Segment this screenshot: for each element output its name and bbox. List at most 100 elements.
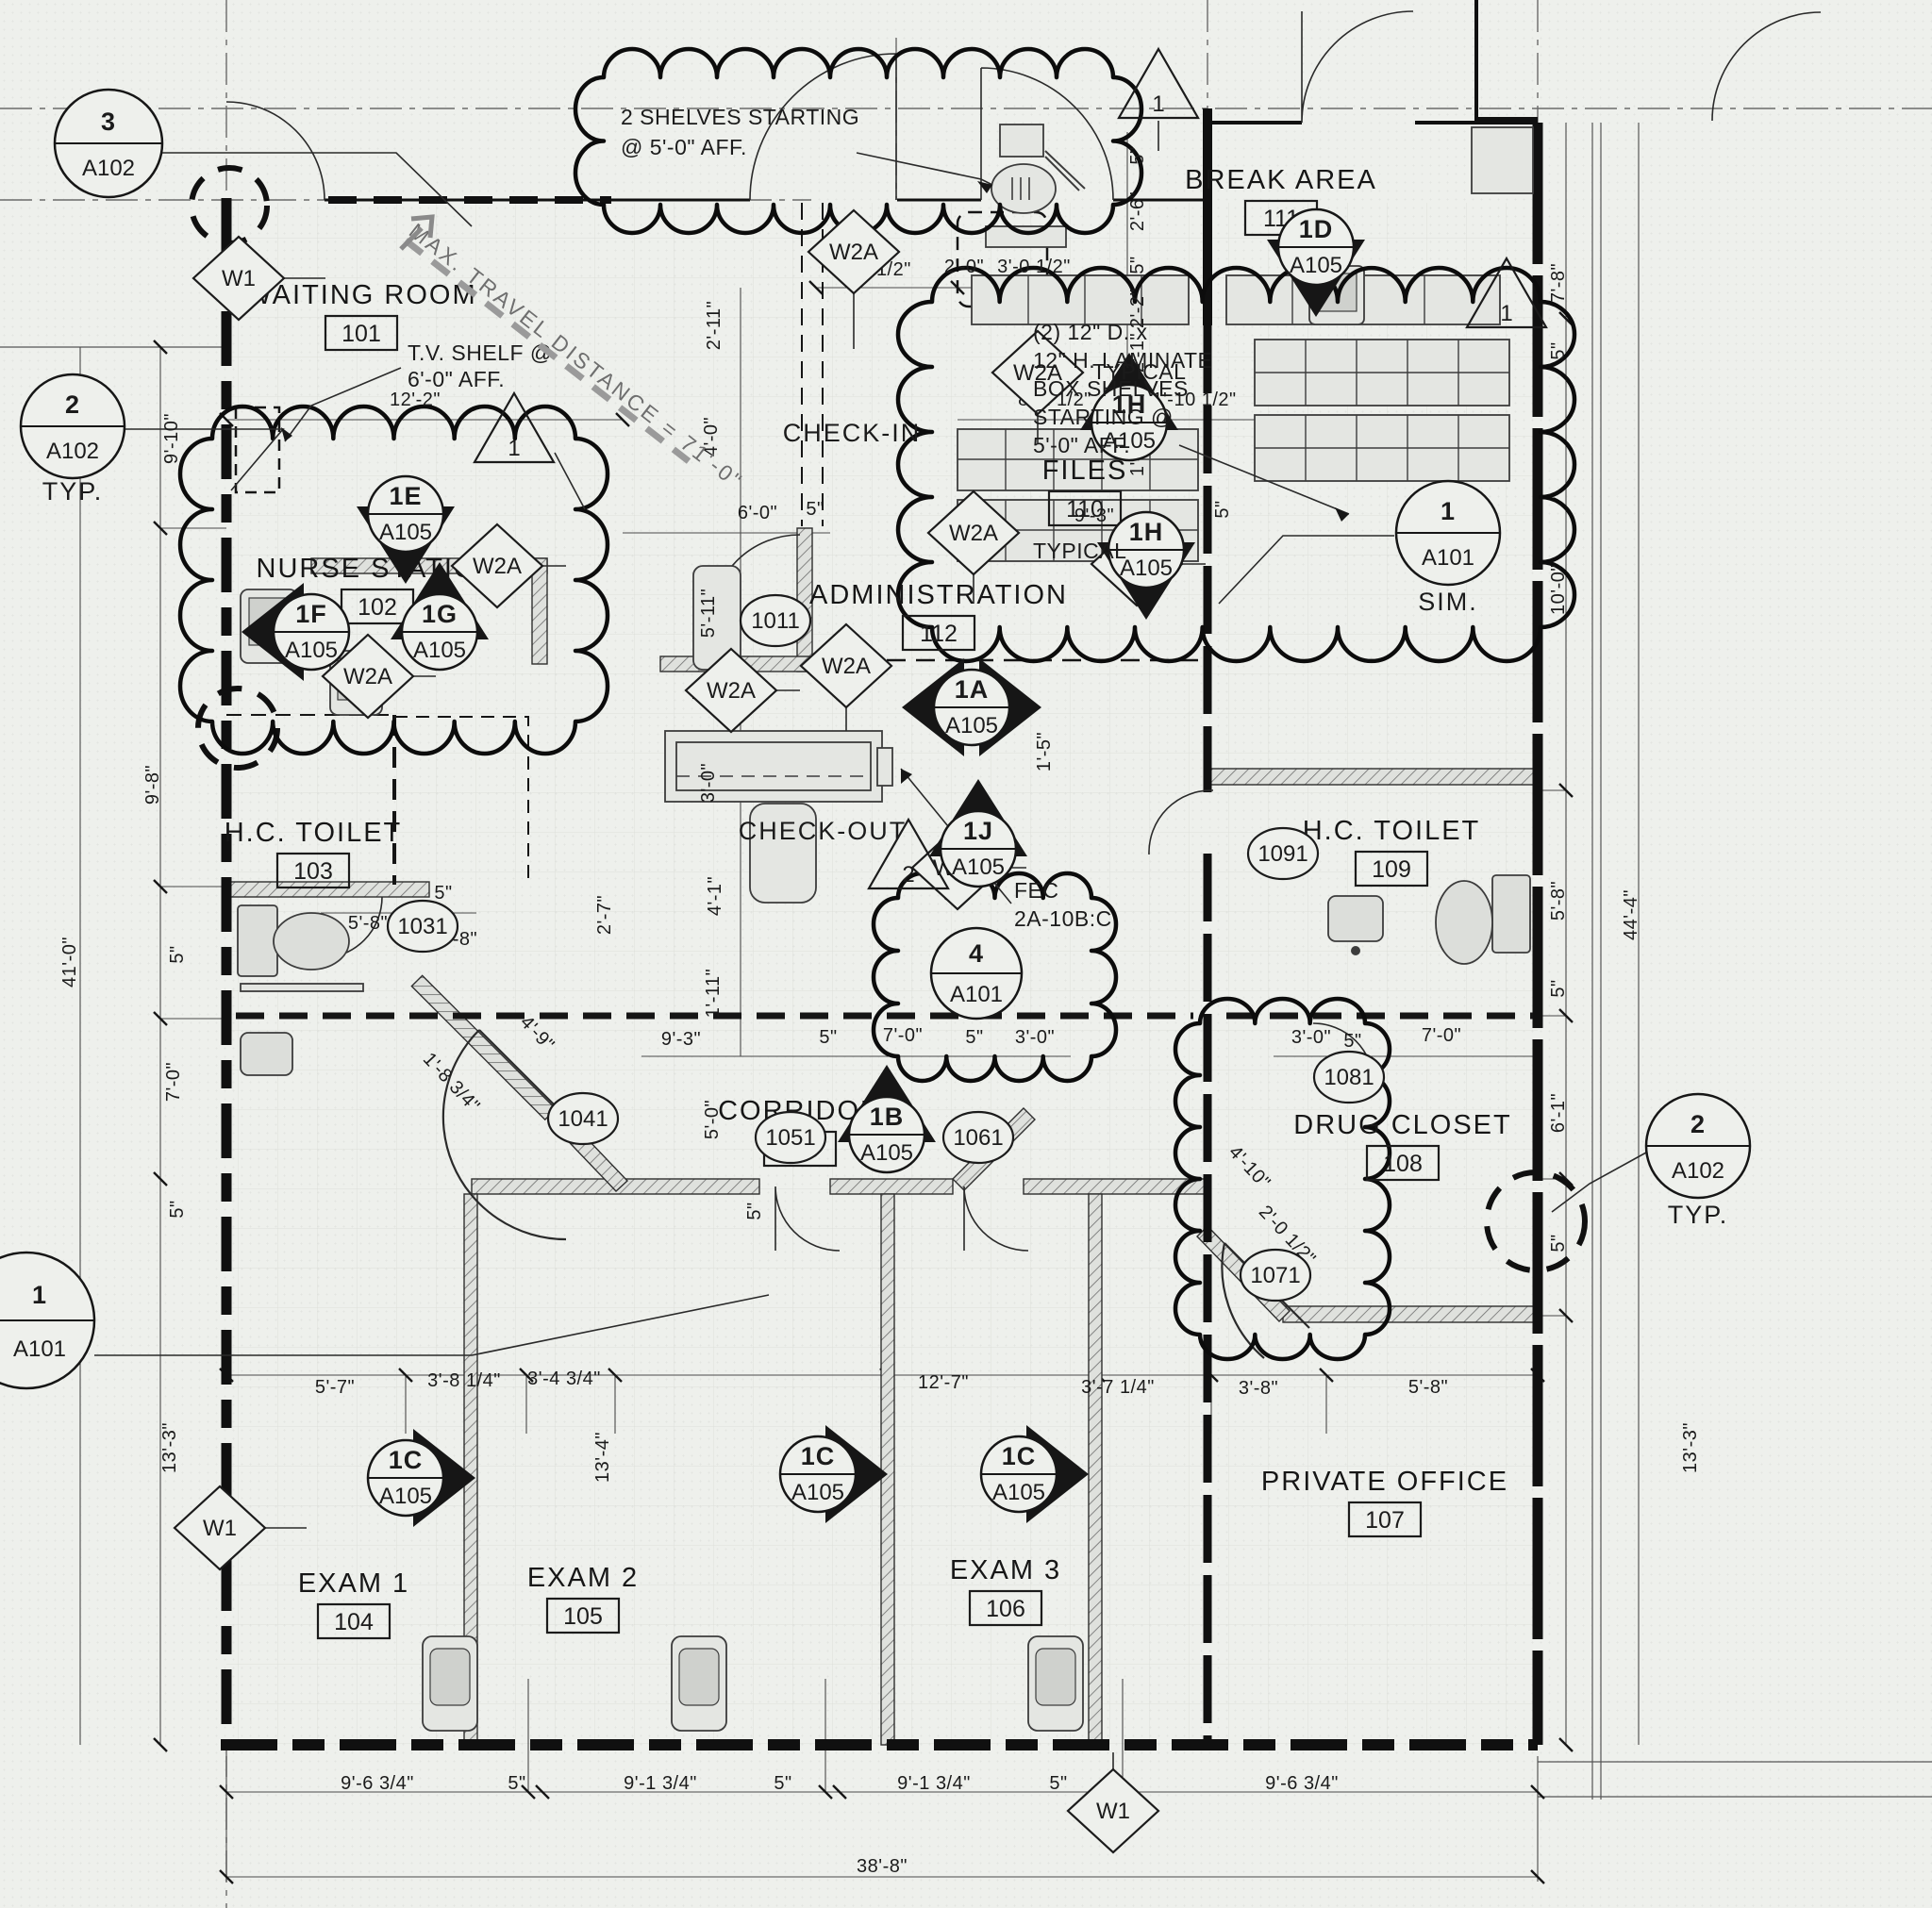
dimension-text: 13'-3" <box>1680 1422 1701 1473</box>
dimension-text: 2'-11" <box>704 301 724 350</box>
svg-text:@ 5'-0" AFF.: @ 5'-0" AFF. <box>621 135 747 159</box>
dimension-text: 5" <box>1127 146 1148 164</box>
wall-type-tag: W2A <box>684 647 778 734</box>
svg-text:1031: 1031 <box>397 914 447 939</box>
dimension-text: 5" <box>1343 1031 1361 1052</box>
revision-flag: 2 <box>867 817 950 890</box>
svg-text:1H: 1H <box>1112 390 1147 419</box>
keynote-1b: 1B A105 <box>838 1065 936 1174</box>
svg-text:1C: 1C <box>389 1446 424 1474</box>
svg-text:1041: 1041 <box>558 1106 608 1132</box>
dimension-text: 9'-8" <box>142 765 163 805</box>
dimension-text: 5" <box>965 1027 983 1048</box>
svg-text:PRIVATE OFFICE: PRIVATE OFFICE <box>1261 1467 1508 1497</box>
svg-text:110: 110 <box>1066 496 1104 523</box>
svg-text:A105: A105 <box>1290 253 1342 278</box>
dimension-text: 3'-8" <box>1239 1378 1278 1399</box>
svg-text:1091: 1091 <box>1257 841 1307 867</box>
dimension-text: 5'-11" <box>698 589 719 638</box>
svg-text:1J: 1J <box>963 817 993 845</box>
room-label: BREAK AREA 111 <box>1185 165 1377 237</box>
dimension-text: 5'-0" <box>702 1100 723 1139</box>
svg-text:1: 1 <box>32 1281 47 1309</box>
svg-text:A105: A105 <box>860 1140 913 1166</box>
svg-text:A101: A101 <box>950 982 1003 1007</box>
svg-text:W2A: W2A <box>707 678 756 704</box>
dimension-text: 44'-4" <box>1621 889 1641 940</box>
door-tag: 1031 <box>386 899 459 954</box>
box-shelves-note: (2) 12" D. x <box>1033 320 1148 344</box>
leader-lines <box>94 121 1647 1788</box>
door-tag: 1081 <box>1312 1050 1386 1104</box>
svg-text:1A: 1A <box>955 675 990 704</box>
svg-text:5'-0" AFF.: 5'-0" AFF. <box>1033 433 1130 457</box>
revision-flag: 1 <box>473 390 556 464</box>
svg-text:W1: W1 <box>1096 1799 1130 1824</box>
svg-text:1F: 1F <box>295 600 327 628</box>
wall-type-tag: W1 <box>1066 1767 1160 1854</box>
svg-text:1: 1 <box>508 436 520 461</box>
room-label: EXAM 3 106 <box>950 1555 1059 1627</box>
svg-text:1D: 1D <box>1299 215 1334 243</box>
dimension-text: 13'-3" <box>159 1422 180 1473</box>
svg-text:H.C. TOILET: H.C. TOILET <box>225 818 403 848</box>
dimension-text: 5" <box>744 1202 765 1219</box>
dimension-text: 5" <box>1212 500 1233 518</box>
dimension-text: 3'-0" <box>1015 1027 1055 1048</box>
dimension-text: 5" <box>774 1773 791 1794</box>
dimension-text: 12'-7" <box>918 1372 969 1393</box>
svg-text:EXAM 1: EXAM 1 <box>298 1568 409 1599</box>
svg-text:A102: A102 <box>46 439 99 464</box>
tv-shelf-note: T.V. SHELF @ <box>408 340 553 365</box>
revision-flag: 1 <box>1117 46 1200 120</box>
dimension-text: 7'-8" <box>1548 263 1569 303</box>
svg-text:A105: A105 <box>379 520 432 545</box>
dimension-text: 13'-4" <box>592 1432 613 1483</box>
svg-text:106: 106 <box>986 1596 1025 1622</box>
svg-text:A105: A105 <box>285 638 338 663</box>
toilet-109-fixtures <box>1327 874 1531 965</box>
svg-text:STARTING @: STARTING @ <box>1033 405 1174 429</box>
room-label: EXAM 1 104 <box>298 1568 409 1640</box>
svg-text:2: 2 <box>65 390 80 419</box>
door-tag: 1061 <box>941 1110 1015 1165</box>
svg-text:A105: A105 <box>413 638 466 663</box>
dimension-text: 9'-1 3/4" <box>897 1773 971 1794</box>
svg-text:1071: 1071 <box>1250 1263 1300 1288</box>
dimension-text: 9'-10" <box>161 413 182 464</box>
svg-text:BREAK AREA: BREAK AREA <box>1185 165 1377 195</box>
svg-text:SIM.: SIM. <box>1418 588 1478 616</box>
dimension-text: 5" <box>1548 1234 1569 1252</box>
svg-text:TYP.: TYP. <box>1668 1201 1729 1229</box>
svg-text:1G: 1G <box>422 600 458 628</box>
dimension-text: 3'-0" <box>698 763 719 803</box>
room-label: EXAM 2 105 <box>527 1563 637 1634</box>
dimension-text: 5" <box>1548 341 1569 359</box>
svg-text:6'-0" AFF.: 6'-0" AFF. <box>408 367 505 391</box>
svg-text:W2A: W2A <box>949 521 998 546</box>
svg-text:4: 4 <box>969 939 984 968</box>
wall-type-tag: W1 <box>192 235 286 322</box>
svg-text:1B: 1B <box>870 1103 905 1131</box>
dimension-text: 2'-2" <box>1127 289 1148 328</box>
dimension-text: 9'-6 3/4" <box>1265 1773 1339 1794</box>
wall-type-tag: W1 <box>173 1485 267 1571</box>
wall-type-tag: W2A <box>450 523 544 609</box>
svg-text:A101: A101 <box>1422 545 1474 571</box>
door-tag: 1011 <box>739 593 812 648</box>
room-label: WAITING ROOM 101 <box>245 280 475 352</box>
door-tags-layer: 1011 1031 1041 1051 1061 1071 1081 1091 <box>386 593 1386 1302</box>
leader-arrowheads <box>281 181 1349 784</box>
